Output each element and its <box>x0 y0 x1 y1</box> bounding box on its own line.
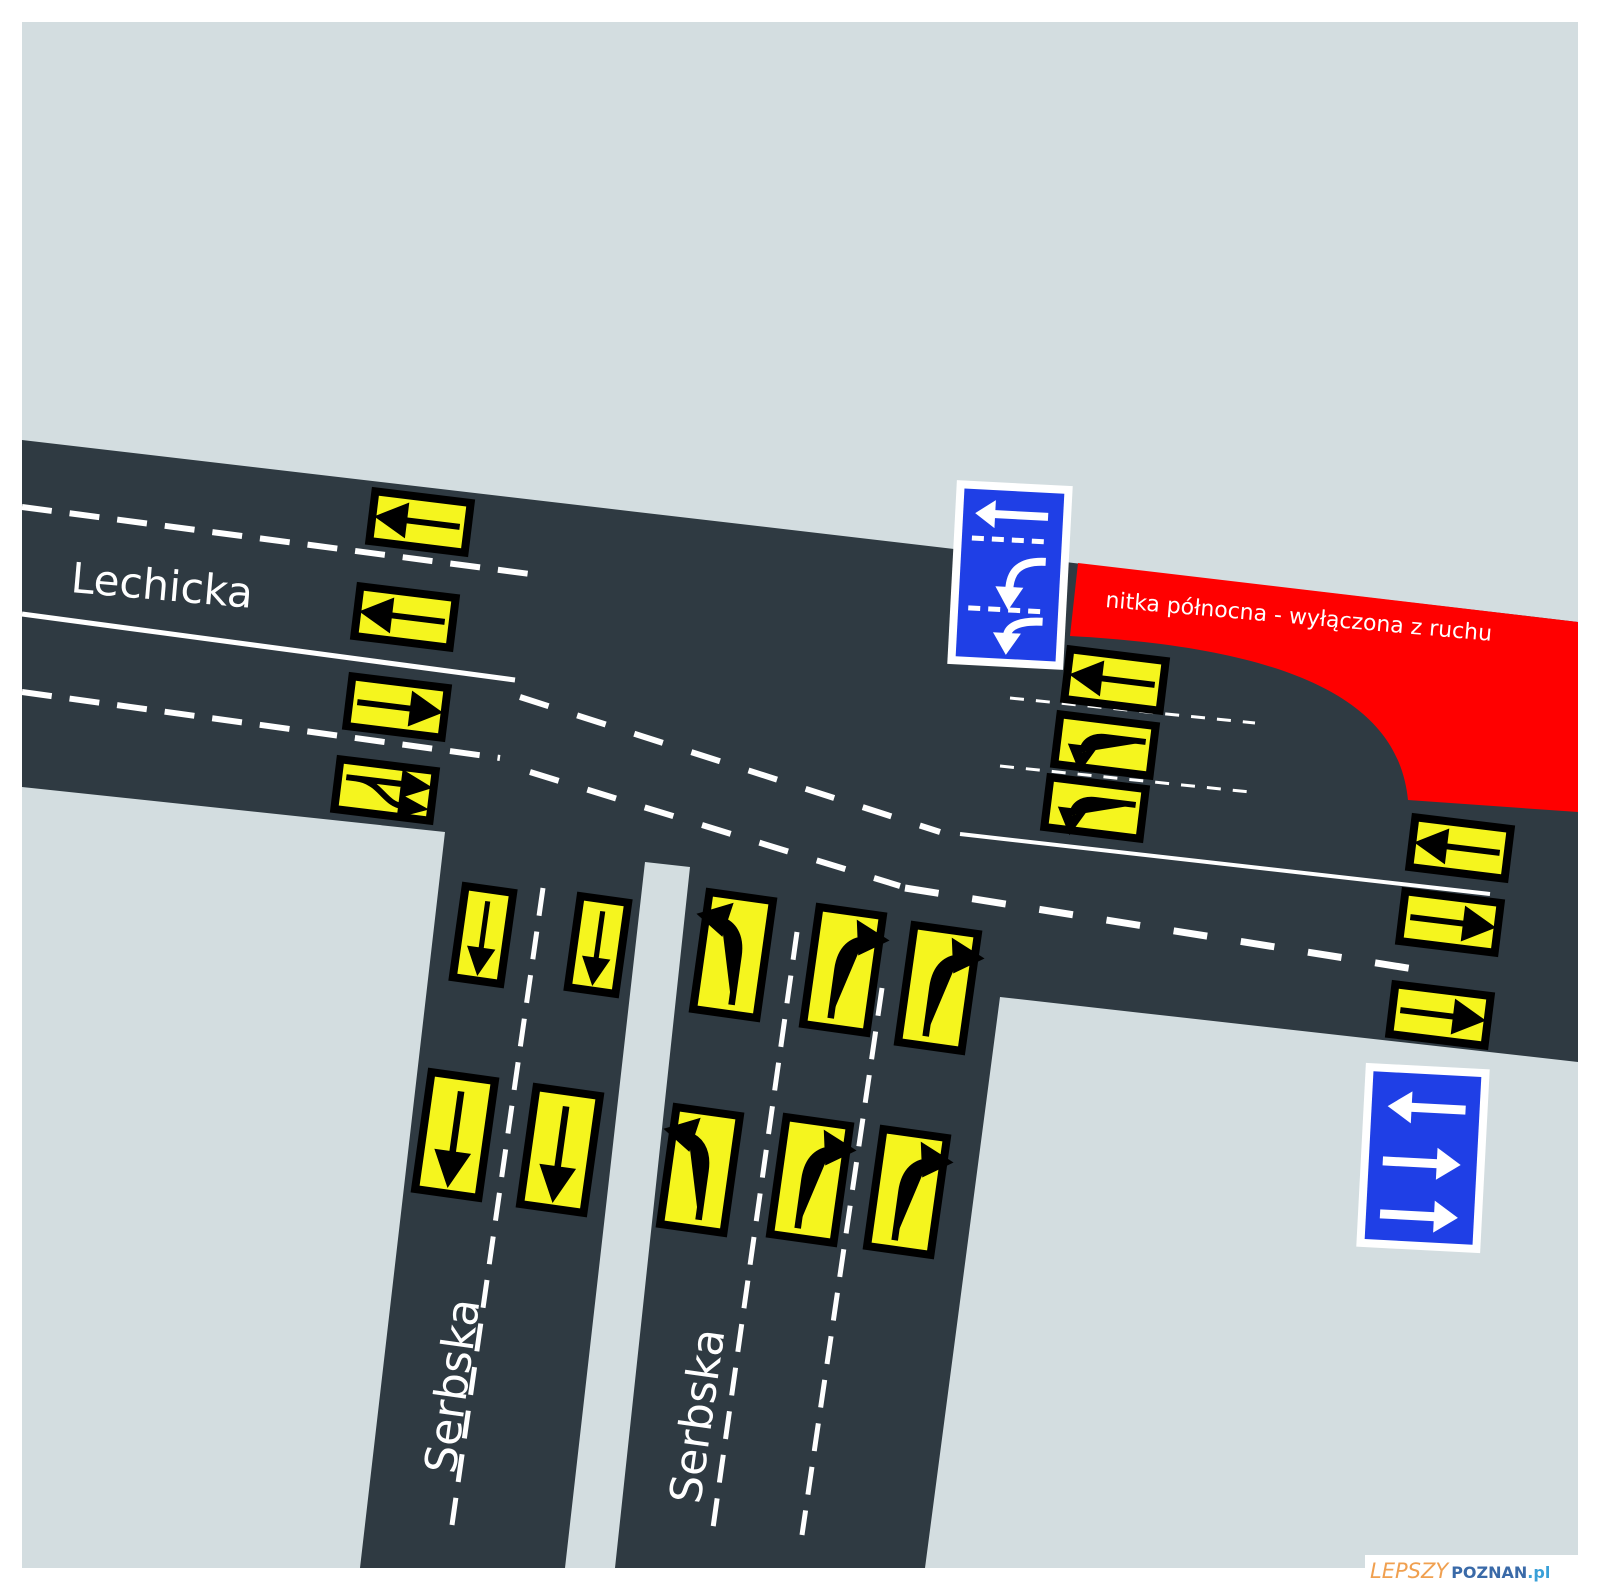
lane-sign-lechicka-east <box>1039 772 1151 844</box>
arrow-turn-right-icon <box>891 1141 954 1241</box>
lane-signs <box>329 486 1516 1260</box>
lane-sign-lechicka-west <box>341 671 453 743</box>
arrow-left-turn-down-icon <box>1057 796 1137 836</box>
arrow-left-icon <box>359 597 446 634</box>
lane-sign-serbska-in <box>862 1124 954 1260</box>
arrow-left-turn-down-icon <box>1067 733 1147 773</box>
lane-sign-lechicka-west <box>329 754 441 826</box>
arrow-down-icon <box>467 900 496 976</box>
closed-lane-area <box>1070 563 1578 812</box>
watermark-pl: .pl <box>1527 1563 1550 1582</box>
lane-sign-serbska-out <box>563 891 633 999</box>
lane-sign-lechicka-east <box>1059 644 1171 716</box>
watermark-lepszy: LEPSZY <box>1370 1559 1450 1583</box>
arrow-turn-left-icon <box>696 902 743 1006</box>
lane-sign-lechicka-east <box>1384 979 1496 1051</box>
arrow-turn-right-icon <box>922 937 985 1037</box>
lane-sign-serbska-in <box>798 902 890 1038</box>
arrow-left-icon <box>992 510 1049 521</box>
lane-sign-lechicka-east <box>1404 812 1516 884</box>
arrow-left-icon <box>1414 828 1501 865</box>
lane-sign-serbska-out <box>515 1082 605 1218</box>
arrow-right-icon <box>356 690 443 727</box>
lane-sign-serbska-out <box>410 1067 500 1203</box>
watermark-poznan: POZNAN <box>1451 1563 1527 1582</box>
arrow-down-icon <box>539 1105 577 1204</box>
arrow-down-icon <box>582 910 611 986</box>
arrow-down-icon <box>434 1090 472 1189</box>
arrow-turn-left-icon <box>663 1117 710 1221</box>
arrow-turn-right-icon <box>794 1129 857 1229</box>
arrow-left-icon <box>1410 1102 1466 1115</box>
lane-sign-lechicka-east <box>1394 886 1506 958</box>
arrow-left-icon <box>374 502 461 539</box>
lane-sign-serbska-in <box>655 1102 745 1238</box>
arrow-right-icon <box>1399 998 1486 1035</box>
lane-sign-serbska-in <box>688 887 778 1023</box>
arrow-right-icon <box>1409 905 1496 942</box>
info-sign-east <box>1356 1062 1490 1254</box>
arrow-turn-right-icon <box>827 919 890 1019</box>
lane-markings <box>21 504 1491 1536</box>
lane-sign-lechicka-west <box>364 486 476 558</box>
info-sign-north <box>947 480 1073 670</box>
lane-sign-lechicka-east <box>1049 709 1161 781</box>
lane-sign-serbska-in <box>765 1112 857 1248</box>
lane-sign-serbska-out <box>448 881 518 989</box>
lane-sign-lechicka-west <box>349 581 461 653</box>
arrow-merge-icon <box>1005 557 1046 591</box>
arrow-right-fork-icon <box>345 769 433 819</box>
arrow-right-icon <box>1379 1209 1436 1222</box>
lane-sign-serbska-in <box>893 920 985 1056</box>
arrow-right-icon <box>1382 1156 1438 1169</box>
arrow-left-icon <box>1069 660 1156 697</box>
